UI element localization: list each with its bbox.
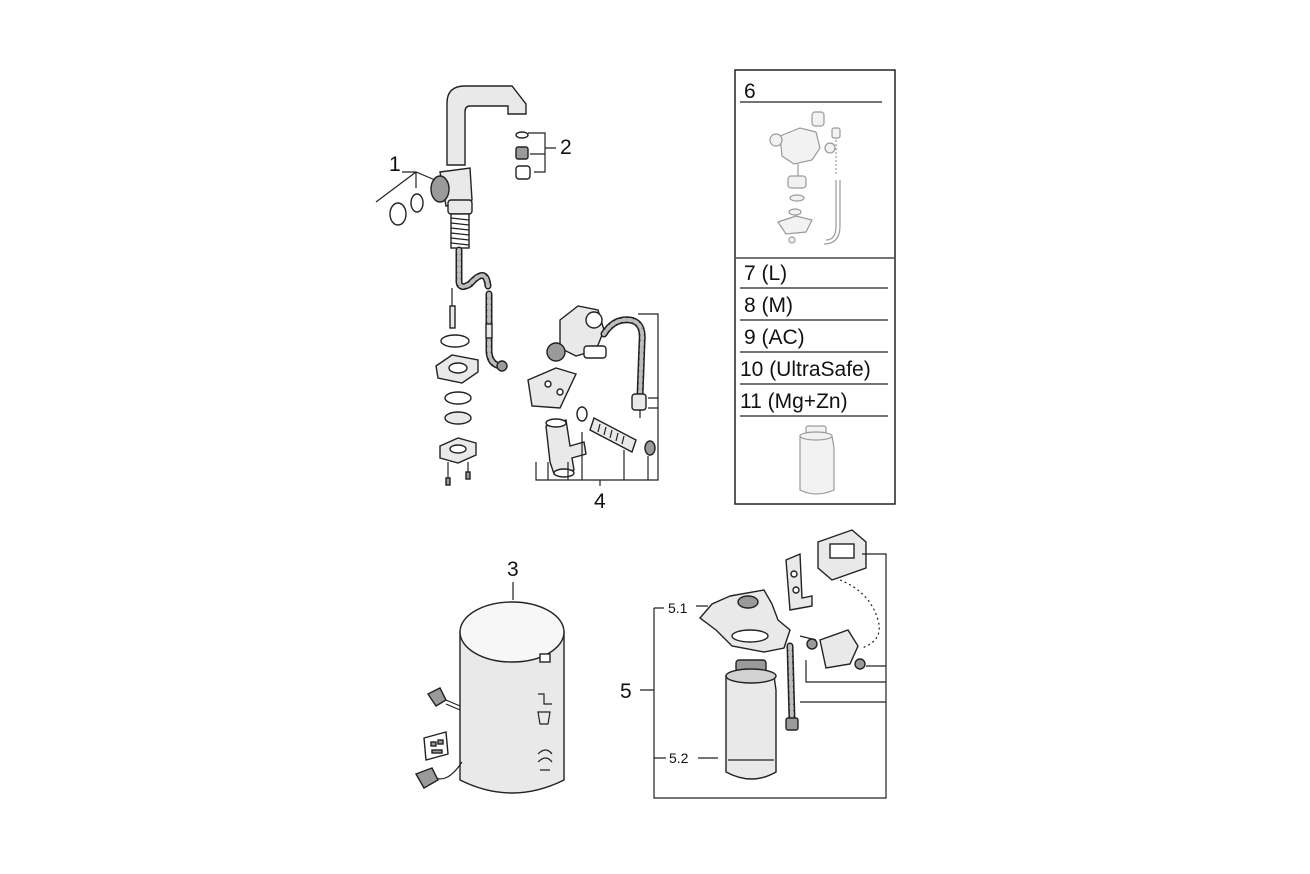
faucet-assembly: 1 2 (375, 85, 572, 486)
filter-cartridge (725, 659, 777, 780)
filter-option-7: 7 (L) (744, 262, 787, 285)
aerator-insert (515, 146, 529, 160)
boiler-grohe-icon (537, 749, 553, 771)
o-ring-small (410, 193, 424, 213)
filter-system: 5 5.1 5.2 (620, 529, 887, 799)
filter-option-8: 8 (M) (744, 294, 793, 317)
kit-pressure-hose (589, 416, 637, 454)
boiler-brand-mark (539, 653, 551, 663)
boiler-cup-icon (537, 693, 552, 725)
label-5-2: 5.2 (669, 750, 689, 766)
kit-t-piece (545, 419, 587, 475)
leader-4 (535, 313, 659, 481)
boiler-assembly: 3 (414, 558, 565, 794)
leader-5-frame (640, 553, 887, 799)
label-6: 6 (744, 80, 756, 103)
label-5: 5 (620, 680, 632, 703)
mounting-washer-2 (444, 411, 472, 425)
installation-kit: 4 (527, 305, 659, 513)
aerator-housing (515, 165, 531, 180)
kit-washer-end (644, 440, 656, 456)
label-2: 2 (560, 136, 572, 159)
bypass-valve (819, 629, 859, 669)
filter-options-list: 7 (L) 8 (M) 9 (AC) 10 (UltraSafe) 11 (Mg… (740, 262, 888, 417)
kit-washer-small (576, 406, 588, 422)
leader-5-1 (654, 605, 708, 609)
part-6-ghost-valve-kit (769, 111, 841, 245)
faucet-spout (446, 85, 527, 166)
leader-1 (375, 171, 436, 203)
filter-options-box: 6 7 (L) 8 (M) 9 (AC) 1 (734, 69, 896, 505)
label-4: 4 (594, 490, 606, 513)
label-5-1: 5.1 (668, 600, 688, 616)
angle-valve-knob (546, 342, 566, 362)
mounting-o-ring (440, 334, 470, 348)
boiler-inlet-connector (426, 687, 447, 707)
label-3: 3 (507, 558, 519, 581)
boiler-body (459, 631, 565, 794)
label-1: 1 (389, 153, 401, 176)
o-ring-large (389, 202, 407, 226)
filter-box-frame (734, 69, 896, 505)
filter-cartridge-ghost (799, 425, 835, 495)
filter-wall-bracket (785, 552, 813, 611)
mounting-screw-right (465, 471, 471, 480)
kit-wall-bracket (527, 367, 577, 409)
filter-option-11: 11 (Mg+Zn) (740, 390, 848, 413)
faucet-base-collar (447, 199, 473, 215)
aerator-washer (515, 131, 529, 139)
filter-option-9: 9 (AC) (744, 326, 805, 349)
filter-option-10: 10 (UltraSafe) (740, 358, 871, 381)
faucet-handle-knob (430, 175, 450, 203)
boiler-plug (414, 767, 439, 789)
leader-2 (528, 132, 556, 173)
kit-hose (600, 316, 646, 400)
mounting-washer-1 (444, 391, 472, 405)
mounting-stud (449, 305, 456, 329)
boiler-top (459, 601, 565, 663)
mounting-screw-left (445, 477, 451, 486)
hose-nut (496, 360, 508, 372)
